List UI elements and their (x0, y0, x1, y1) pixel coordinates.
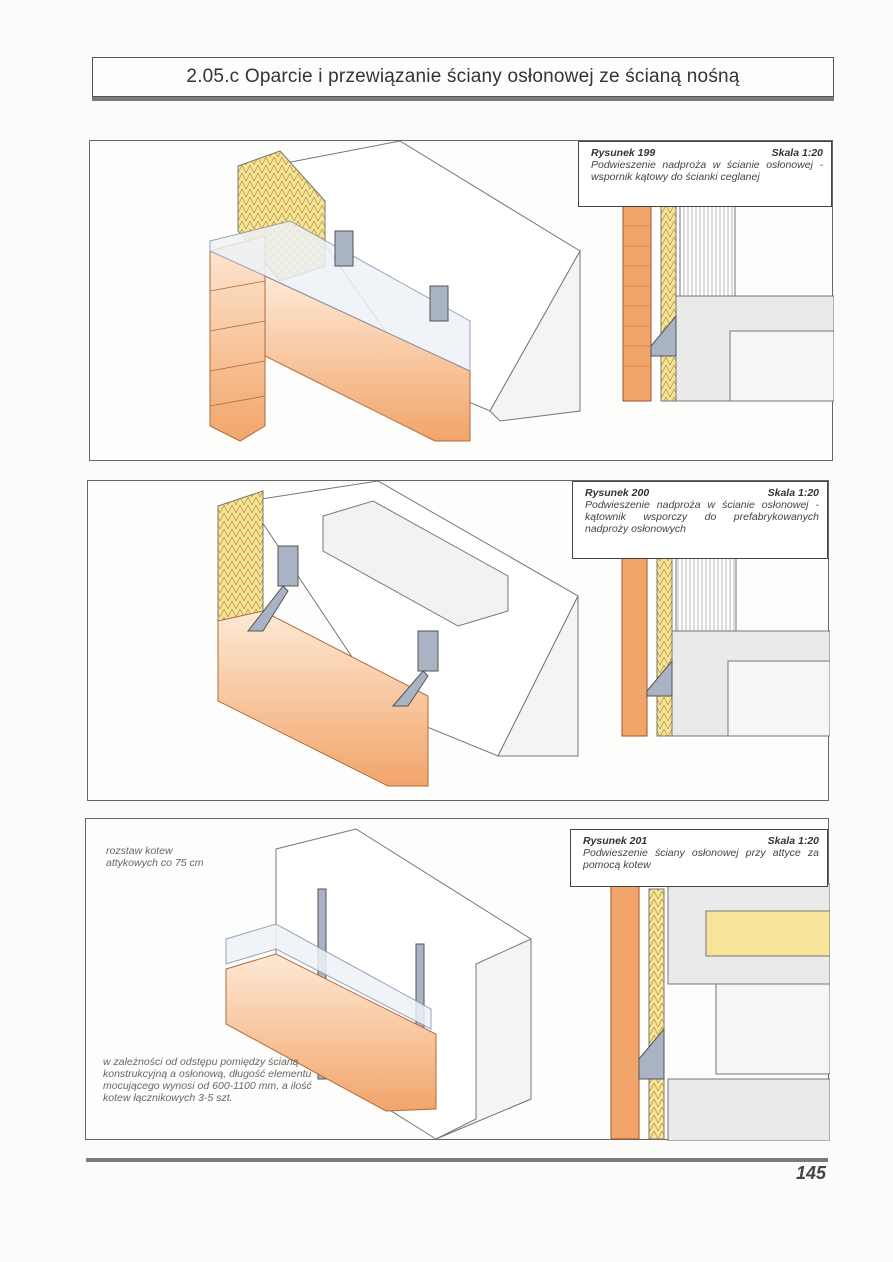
section-title: 2.05.c Oparcie i przewiązanie ściany osł… (186, 66, 740, 87)
figure-199-description: Podwieszenie nadproża w ścianie osłonowe… (591, 159, 823, 183)
figure-199-caption: Rysunek 199 Skala 1:20 Podwieszenie nadpr… (578, 141, 832, 207)
figure-201-illustration (225, 828, 830, 1141)
figure-199-number: Rysunek 199 (591, 147, 656, 159)
anchor-spacing-note: rozstaw kotew attykowych co 75 cm (106, 845, 204, 869)
figure-201-caption: Rysunek 201 Skala 1:20 Podwieszenie ścian… (570, 829, 828, 887)
figure-200-number: Rysunek 200 (585, 487, 650, 499)
figure-201-number: Rysunek 201 (583, 835, 648, 847)
figure-200-illustration (217, 481, 830, 787)
footer-rule (86, 1158, 828, 1162)
figure-199-scale: Skala 1:20 (771, 147, 823, 159)
figure-200-description: Podwieszenie nadproża w ścianie osłonowe… (585, 499, 819, 535)
figure-201-scale: Skala 1:20 (767, 835, 819, 847)
figure-199-illustration (209, 141, 834, 442)
figure-200-caption: Rysunek 200 Skala 1:20 Podwieszenie nadpr… (572, 481, 828, 559)
figure-199-panel: Rysunek 199 Skala 1:20 Podwieszenie nadpr… (89, 140, 834, 461)
figure-200-panel: Rysunek 200 Skala 1:20 Podwieszenie nadpr… (87, 480, 830, 801)
figure-201-description: Podwieszenie ściany osłonowej przy attyc… (583, 847, 819, 871)
length-note: w zależności od odstępu pomiędzy ścianą … (103, 1056, 312, 1104)
header-rule (92, 97, 834, 101)
page-number: 145 (795, 1163, 826, 1183)
section-header: 2.05.c Oparcie i przewiązanie ściany osł… (92, 57, 834, 97)
figure-201-panel: Rysunek 201 Skala 1:20 Podwieszenie ścian… (85, 818, 830, 1141)
figure-200-scale: Skala 1:20 (767, 487, 819, 499)
